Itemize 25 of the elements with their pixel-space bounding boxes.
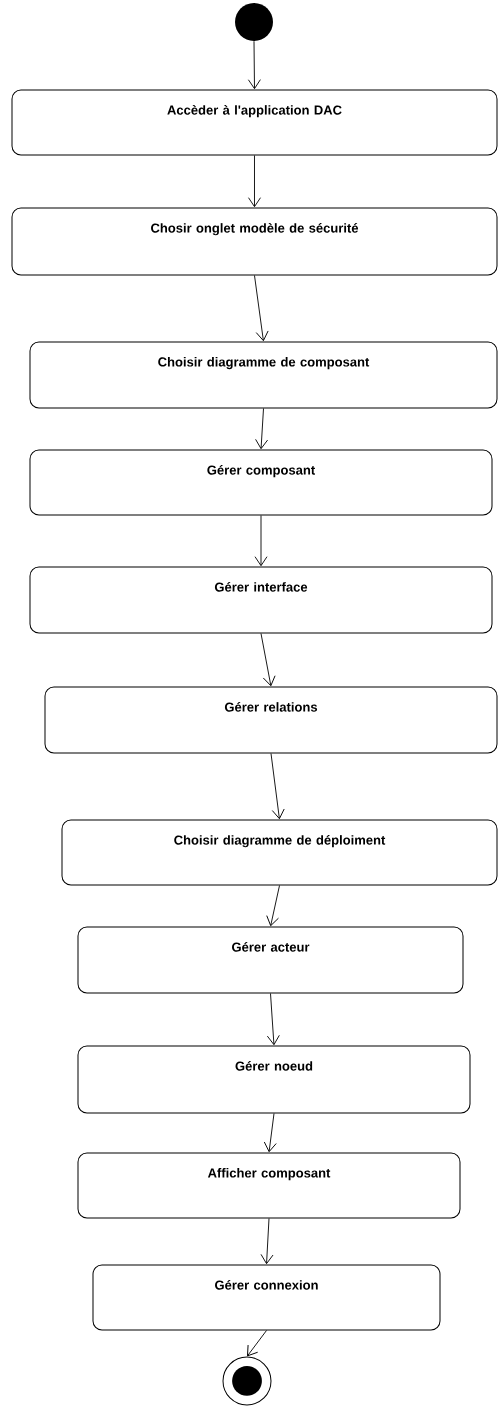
arrow: [260, 1218, 274, 1265]
action-box: Choisir diagramme de déploiment: [61, 819, 498, 886]
arrow: [270, 753, 285, 820]
action-box: Afficher composant: [77, 1152, 461, 1219]
arrow: [263, 1113, 277, 1153]
action-box: Gérer connexion: [92, 1264, 441, 1331]
action-box: Chosir onglet modèle de sécurité: [11, 207, 498, 276]
arrow: [247, 1330, 267, 1357]
action-box: Choisir diagramme de composant: [29, 341, 498, 409]
arrow: [247, 40, 261, 90]
start-node: [235, 3, 273, 41]
arrow: [266, 885, 280, 927]
arrow: [254, 515, 268, 567]
arrow: [255, 408, 269, 450]
action-box: Gérer acteur: [77, 926, 464, 994]
action-box: Accèder à l'application DAC: [11, 89, 498, 156]
action-box: Gérer composant: [29, 449, 493, 516]
arrow: [260, 633, 276, 687]
arrow: [248, 155, 261, 208]
end-node: [222, 1356, 272, 1406]
action-box: Gérer interface: [29, 566, 493, 634]
action-box: Gérer relations: [44, 686, 498, 754]
arrow: [254, 275, 269, 342]
arrow: [266, 993, 280, 1046]
action-box: Gérer noeud: [77, 1045, 471, 1114]
